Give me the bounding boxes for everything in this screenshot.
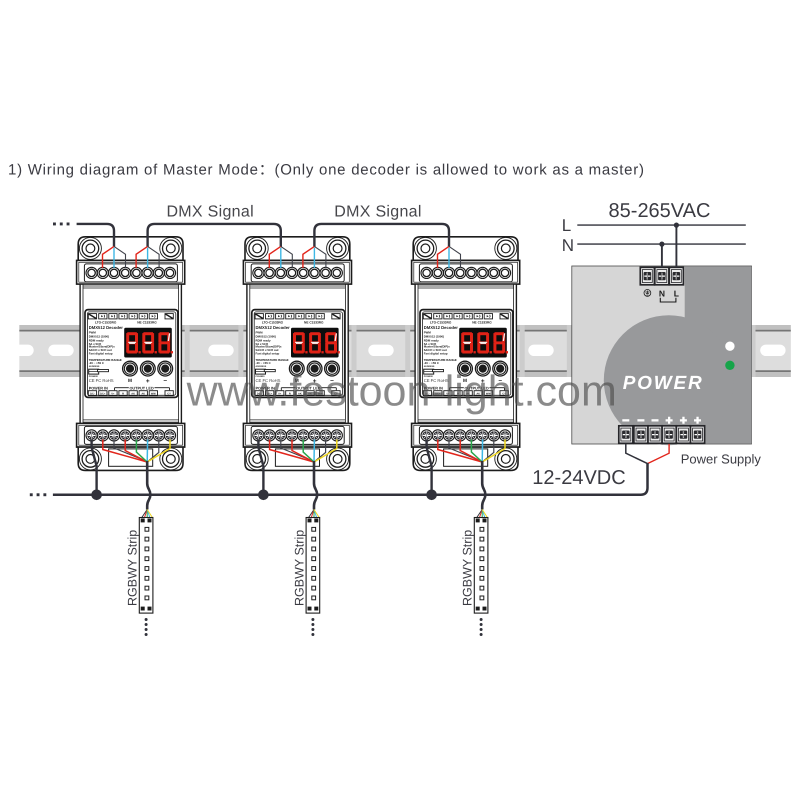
svg-text:1) Wiring diagram of Master M: 1) Wiring diagram of Master Mode：(Only o…	[8, 162, 645, 179]
svg-text:N: N	[562, 236, 574, 255]
svg-text:DMX Signal: DMX Signal	[166, 203, 253, 220]
svg-text:L: L	[674, 289, 679, 299]
svg-text:L: L	[562, 216, 571, 235]
svg-text:Power Supply: Power Supply	[681, 451, 762, 466]
svg-text:85-265VAC: 85-265VAC	[609, 200, 711, 222]
svg-text:N: N	[659, 289, 665, 299]
svg-text:12-24VDC: 12-24VDC	[532, 467, 625, 489]
svg-text:www.festoon-light.com: www.festoon-light.com	[186, 368, 617, 416]
svg-text:POWER: POWER	[623, 373, 704, 394]
svg-text:DMX Signal: DMX Signal	[334, 203, 421, 220]
